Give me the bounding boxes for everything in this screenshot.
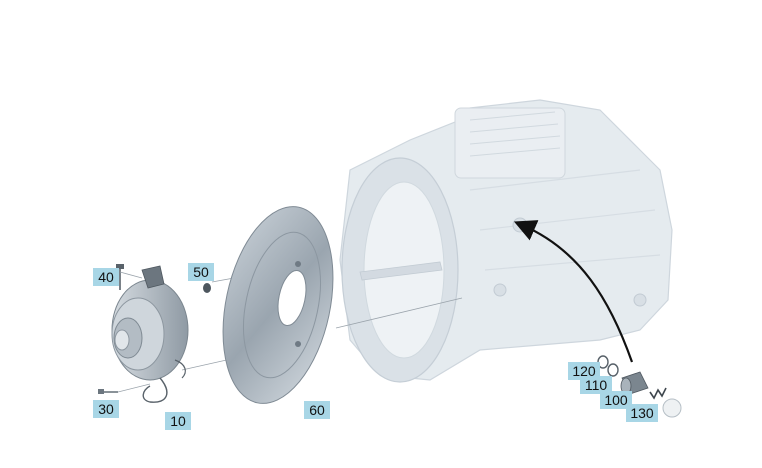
sensor-part xyxy=(620,371,649,395)
callout-50: 50 xyxy=(188,263,214,281)
screw-part xyxy=(98,389,118,394)
spring-cap-part xyxy=(649,387,682,418)
callout-110: 110 xyxy=(580,376,612,394)
transmission-housing xyxy=(339,99,673,383)
plug-part xyxy=(203,283,211,293)
callout-60: 60 xyxy=(304,401,330,419)
callout-10: 10 xyxy=(165,412,191,430)
bolt-part xyxy=(116,264,143,290)
shield-plate-part xyxy=(222,206,334,404)
mounting-arrow xyxy=(513,220,634,363)
callout-100: 100 xyxy=(600,391,632,409)
callout-130: 130 xyxy=(626,404,658,422)
callout-120: 120 xyxy=(568,362,600,380)
o-ring-parts xyxy=(597,355,619,377)
motor-unit-part xyxy=(111,265,189,403)
callout-40: 40 xyxy=(93,268,119,286)
callout-30: 30 xyxy=(93,400,119,418)
